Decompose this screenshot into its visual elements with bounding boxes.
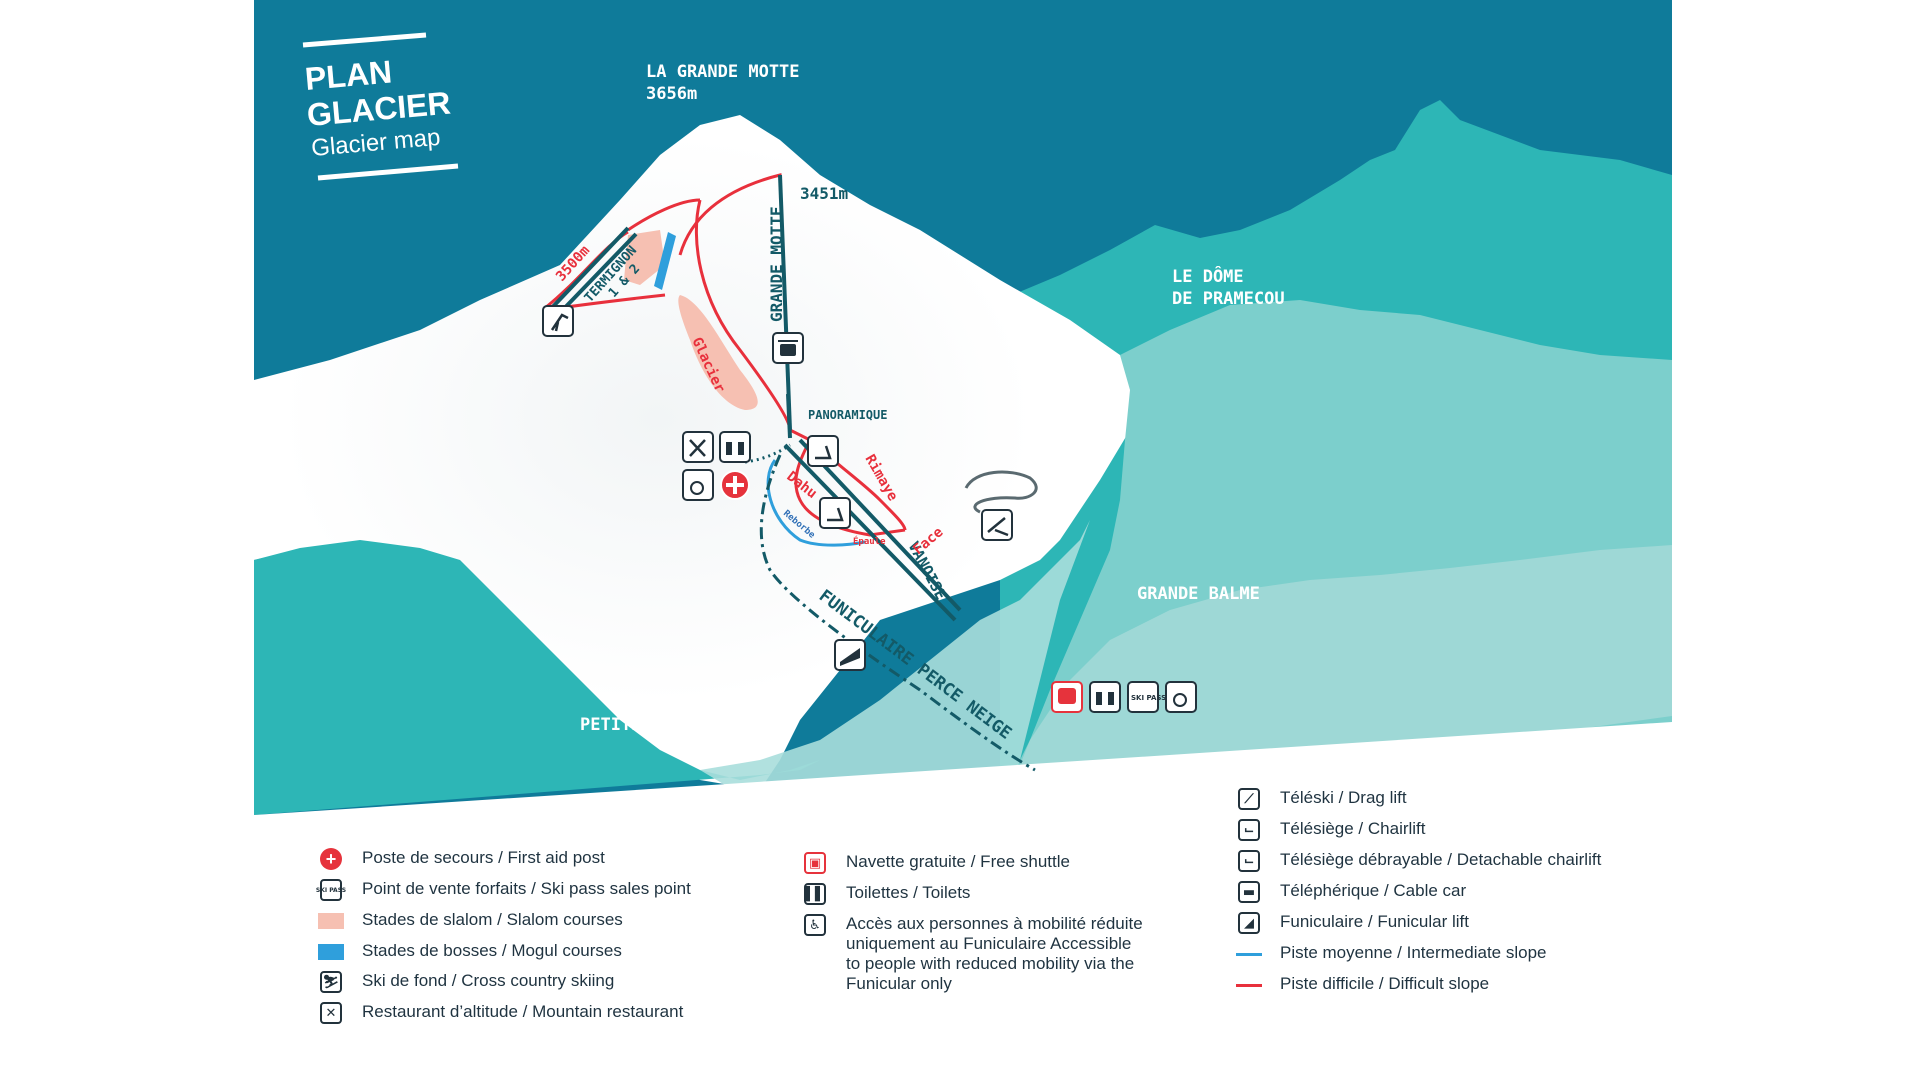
funicular-icon: ◢ (1236, 910, 1262, 936)
funicular-line (759, 454, 1036, 772)
legend-label: Piste moyenne / Intermediate slope (1280, 943, 1547, 962)
ski-pass-icon-text: SKI PASS (316, 879, 346, 901)
ski-pass-station-text: SKI PASS (1131, 694, 1166, 702)
accessibility-icon: ♿ (802, 912, 828, 938)
legend-slalom: Stades de slalom / Slalom courses (318, 908, 623, 934)
legend-label: Téléphérique / Cable car (1280, 881, 1467, 900)
legend-label: Stades de slalom / Slalom courses (362, 910, 623, 929)
chairlift-icon[interactable] (807, 435, 839, 467)
restaurant-icon[interactable] (682, 431, 714, 463)
legend-accessibility: ♿ Accès aux personnes à mobilité réduite… (802, 912, 1146, 994)
legend-mogul: Stades de bosses / Mogul courses (318, 939, 622, 965)
label-piste-epaule: Épaule (853, 535, 886, 547)
legend-label: Stades de bosses / Mogul courses (362, 941, 622, 960)
title-line1: PLAN (303, 54, 393, 97)
drag-lift-icon[interactable] (542, 305, 574, 337)
label-dome-1: LE DÔME (1172, 265, 1244, 287)
label-grande-motte-lift-alt: 3451m (800, 184, 849, 203)
intermediate-slope-line (1236, 941, 1262, 967)
intermediate-piste (766, 459, 866, 547)
legend-label: Ski de fond / Cross country skiing (362, 971, 615, 990)
grande-balme-area (1000, 545, 1672, 815)
cable-car-icon[interactable] (772, 332, 804, 364)
legend-label: Télésiège débrayable / Detachable chairl… (1280, 850, 1602, 869)
slalom-course-glacier (678, 295, 758, 410)
shuttle-icon: ▣ (802, 850, 828, 876)
detachable-chairlift-icon[interactable] (819, 497, 851, 529)
restaurant-icon: ✕ (318, 1000, 344, 1026)
legend-label: Télésiège / Chairlift (1280, 819, 1426, 838)
slalom-course-termignon (624, 230, 665, 285)
legend-first-aid: + Poste de secours / First aid post (318, 846, 605, 872)
legend-toilets: ▌▌ Toilettes / Toilets (802, 881, 970, 907)
toilets-icon[interactable] (719, 431, 751, 463)
label-petite-balme: PETITE BALME (580, 715, 703, 735)
map-bottom-edge (254, 722, 1672, 1078)
label-dome-2: DE PRAMECOU (1172, 289, 1285, 309)
legend-shuttle: ▣ Navette gratuite / Free shuttle (802, 850, 1070, 876)
mogul-swatch (318, 939, 344, 965)
first-aid-icon[interactable] (720, 470, 750, 500)
legend-label: Piste difficile / Difficult slope (1280, 974, 1490, 993)
difficult-slope-line (1236, 972, 1262, 998)
legend-detachable-chairlift: ⌙ Télésiège débrayable / Detachable chai… (1236, 848, 1601, 874)
label-grande-balme: GRANDE BALME (1137, 584, 1260, 604)
legend-funicular: ◢ Funiculaire / Funicular lift (1236, 910, 1469, 936)
chairlift-icon: ⌙ (1236, 817, 1262, 843)
legend-label: Poste de secours / First aid post (362, 848, 605, 867)
toilets-icon: ▌▌ (802, 881, 828, 907)
title-bar-bottom (317, 163, 459, 181)
legend-restaurant: ✕ Restaurant d’altitude / Mountain resta… (318, 1000, 683, 1026)
legend-cross-country: ⛷ Ski de fond / Cross country skiing (318, 969, 614, 995)
cable-car-icon: ▬ (1236, 879, 1262, 905)
legend-label: Funiculaire / Funicular lift (1280, 912, 1469, 931)
legend-label: Point de vente forfaits / Ski pass sales… (362, 879, 691, 898)
toilets-station-icon[interactable] (1089, 681, 1121, 713)
ski-pass-icon: SKI PASS (316, 877, 346, 903)
funicular-icon[interactable] (834, 639, 866, 671)
label-panoramique: PANORAMIQUE (808, 408, 887, 422)
ski-pass-station-icon[interactable]: SKI PASS (1127, 681, 1166, 713)
cross-country-icon: ⛷ (318, 969, 344, 995)
title-bar-top (302, 32, 427, 48)
legend-ski-pass: SKI PASS Point de vente forfaits / Ski p… (316, 877, 691, 903)
accessibility-icon[interactable] (682, 469, 714, 501)
cross-country-icon[interactable] (964, 470, 1038, 541)
legend-drag-lift: ⟋ Téléski / Drag lift (1236, 786, 1407, 812)
legend-chairlift: ⌙ Télésiège / Chairlift (1236, 817, 1426, 843)
shuttle-icon[interactable] (1051, 681, 1083, 713)
label-grande-motte-lift: GRANDE MOTTE (767, 206, 786, 322)
legend-intermediate: Piste moyenne / Intermediate slope (1236, 941, 1546, 967)
label-grande-motte-peak: LA GRANDE MOTTE (646, 62, 800, 82)
legend-label: Restaurant d’altitude / Mountain restaur… (362, 1002, 684, 1021)
accessibility-station-icon[interactable] (1165, 681, 1197, 713)
legend-cable-car: ▬ Téléphérique / Cable car (1236, 879, 1466, 905)
legend-label: Téléski / Drag lift (1280, 788, 1407, 807)
label-grande-motte-alt: 3656m (646, 84, 697, 104)
legend-label: Accès aux personnes à mobilité réduite u… (846, 914, 1143, 993)
slalom-swatch (318, 908, 344, 934)
detachable-chairlift-icon: ⌙ (1236, 848, 1262, 874)
drag-lift-icon: ⟋ (1236, 786, 1262, 812)
legend-difficult: Piste difficile / Difficult slope (1236, 972, 1489, 998)
legend-label: Navette gratuite / Free shuttle (846, 852, 1070, 871)
first-aid-icon: + (318, 846, 344, 872)
legend-label: Toilettes / Toilets (846, 883, 971, 902)
petite-balme-area (254, 540, 820, 815)
mogul-course (654, 232, 676, 290)
